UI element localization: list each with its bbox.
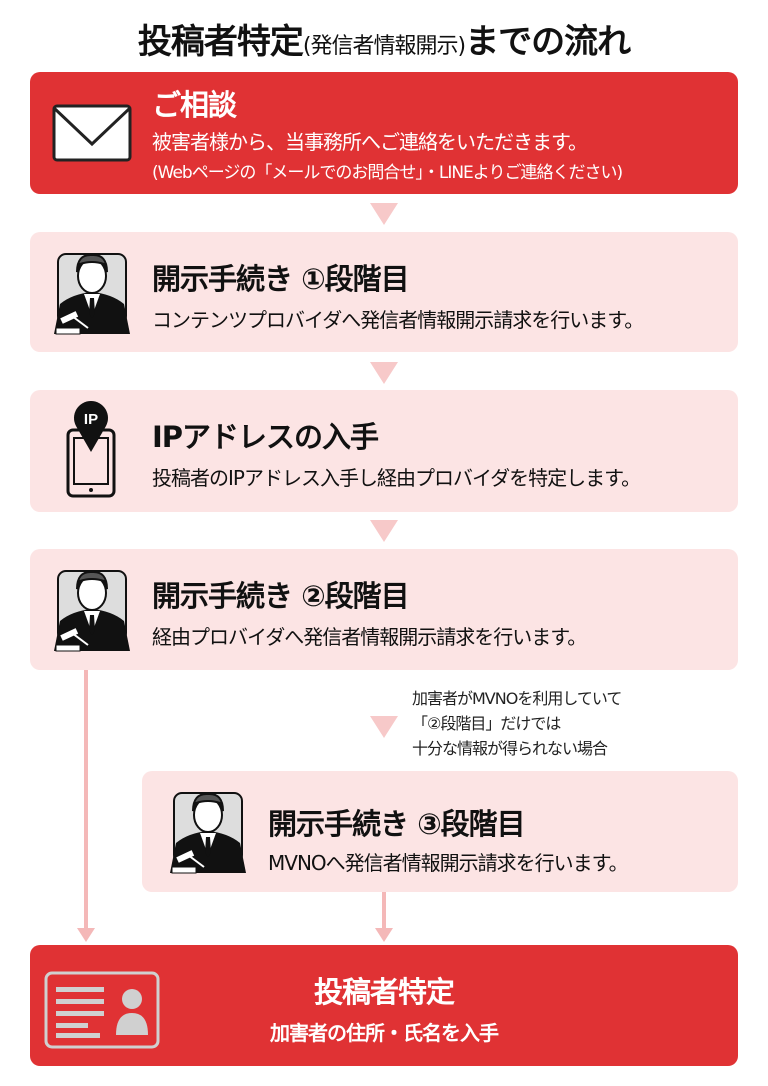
note-line: 十分な情報が得られない場合 [412, 739, 608, 758]
title-main: 投稿者特定 [137, 22, 304, 62]
condition-note: 加害者がMVNOを利用していて 「②段階目」だけでは 十分な情報が得られない場合 [412, 686, 622, 761]
step-desc: 投稿者のIPアドレス入手し経由プロバイダを特定します。 [152, 466, 641, 490]
arrow-head [77, 928, 95, 942]
step-ip-address: IP IPアドレスの入手 投稿者のIPアドレス入手し経由プロバイダを特定します。 [30, 390, 738, 512]
connector-line [84, 670, 88, 932]
step-heading: 投稿者特定 [313, 975, 455, 1009]
svg-text:IP: IP [84, 411, 98, 428]
note-line: 加害者がMVNOを利用していて [412, 689, 622, 708]
note-line: 「②段階目」だけでは [412, 714, 561, 733]
step-desc: コンテンツプロバイダへ発信者情報開示請求を行います。 [152, 308, 644, 332]
step-identification: 投稿者特定 加害者の住所・氏名を入手 [30, 945, 738, 1066]
step-desc: 加害者の住所・氏名を入手 [270, 1021, 499, 1045]
arrow-down [370, 362, 398, 384]
step-heading: 開示手続き ②段階目 [152, 579, 410, 613]
page-title: 投稿者特定(発信者情報開示)までの流れ [0, 14, 768, 63]
id-card-icon [44, 971, 160, 1049]
phone-ip-icon: IP [66, 401, 116, 498]
step-heading: ご相談 [152, 88, 237, 122]
lawyer-icon [170, 792, 246, 874]
title-tail: までの流れ [465, 22, 631, 62]
lawyer-icon [54, 253, 130, 335]
step-disclosure-3: 開示手続き ③段階目 MVNOへ発信者情報開示請求を行います。 [142, 771, 738, 892]
arrow-down [370, 716, 398, 738]
envelope-icon [52, 104, 132, 162]
step-desc: 被害者様から、当事務所へご連絡をいただきます。 [152, 130, 588, 154]
step-disclosure-1: 開示手続き ①段階目 コンテンツプロバイダへ発信者情報開示請求を行います。 [30, 232, 738, 352]
step-note: (Webページの「メールでのお問合せ」・LINEよりご連絡ください) [152, 163, 623, 183]
lawyer-icon [54, 570, 130, 652]
step-desc: 経由プロバイダへ発信者情報開示請求を行います。 [152, 625, 587, 649]
step-disclosure-2: 開示手続き ②段階目 経由プロバイダへ発信者情報開示請求を行います。 [30, 549, 738, 670]
step-heading: 開示手続き ③段階目 [268, 807, 526, 841]
step-consultation: ご相談 被害者様から、当事務所へご連絡をいただきます。 (Webページの「メール… [30, 72, 738, 194]
arrow-head [375, 928, 393, 942]
connector-line [382, 892, 386, 932]
title-sub: (発信者情報開示) [302, 34, 466, 59]
step-heading: 開示手続き ①段階目 [152, 262, 410, 296]
arrow-down [370, 520, 398, 542]
step-heading: IPアドレスの入手 [152, 420, 379, 454]
step-desc: MVNOへ発信者情報開示請求を行います。 [268, 851, 629, 875]
arrow-down [370, 203, 398, 225]
